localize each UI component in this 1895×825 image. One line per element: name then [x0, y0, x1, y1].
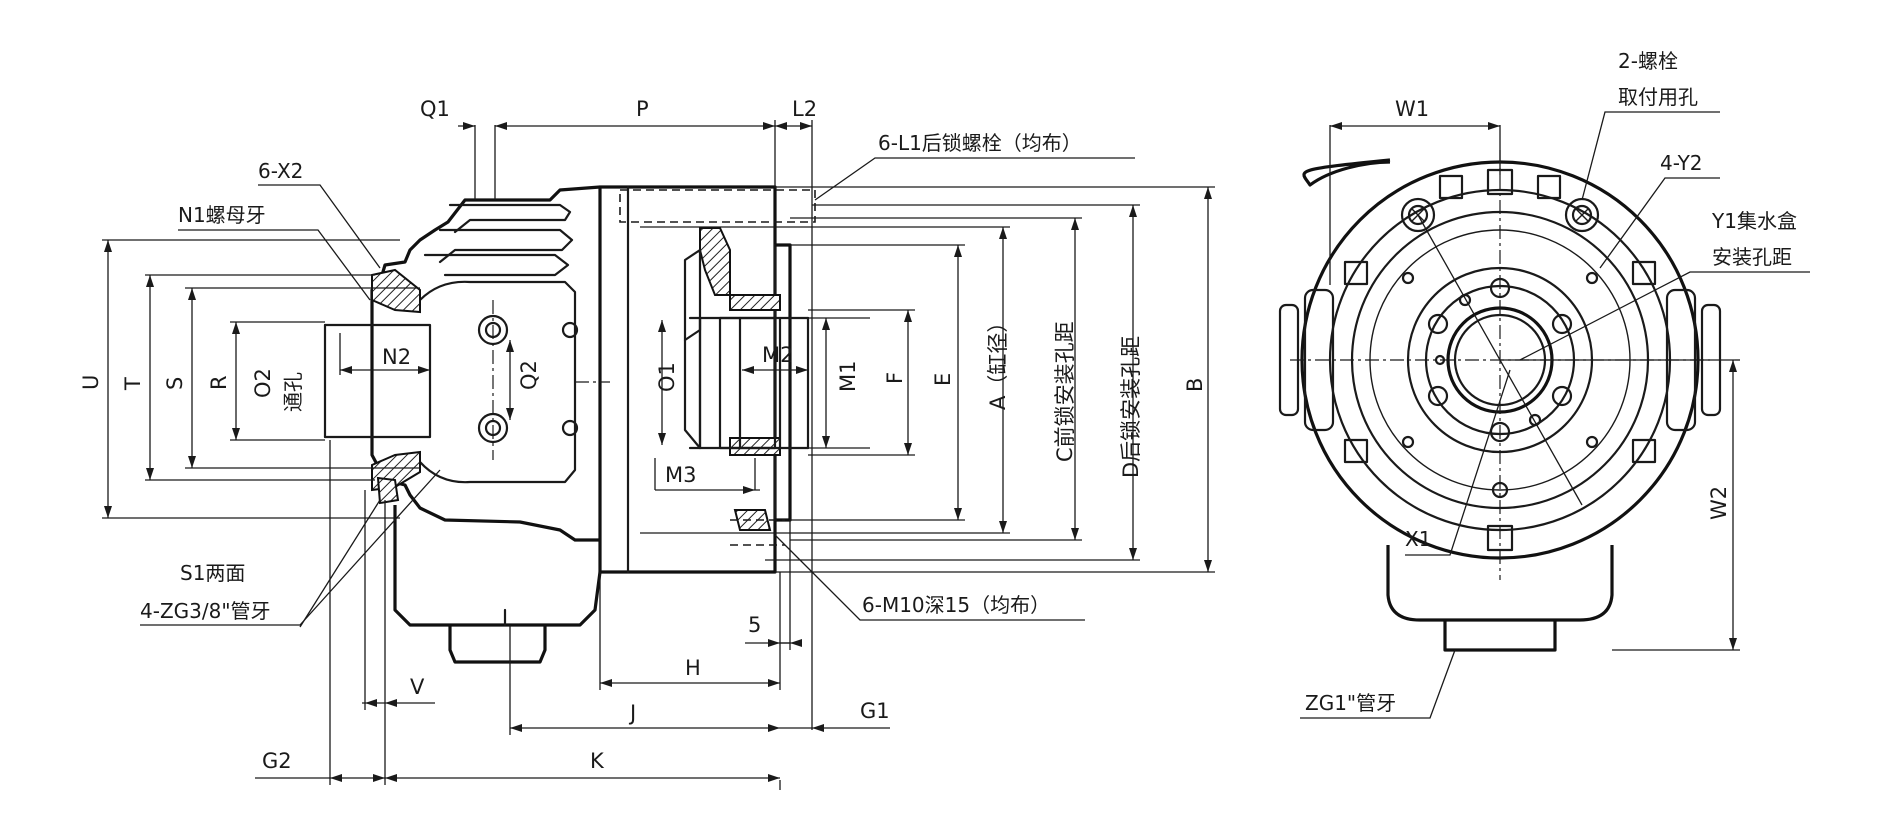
side-view: Q1 P L2 U T S — [79, 97, 1215, 790]
dim-o2: O2 — [251, 368, 275, 398]
dim-k: K — [590, 749, 605, 773]
callout-4-y2: 4-Y2 — [1660, 151, 1703, 175]
right-dimensions: A（缸径） D后锁安装孔距 C前锁安装孔距 B — [640, 186, 1215, 573]
end-view-bolt-circle — [1401, 271, 1599, 499]
side-callouts: 6-X2 N1螺母牙 6-L1后锁螺栓（均布） 6-M10深15（均布） S1两… — [140, 131, 1135, 628]
dim-g1: G1 — [860, 699, 890, 723]
callout-4-zg38: 4-ZG3/8"管牙 — [140, 599, 271, 623]
inner-dimensions: O1 M2 M1 F E M3 — [654, 244, 965, 521]
callout-s1: S1两面 — [180, 561, 245, 585]
dim-d: D后锁安装孔距 — [1119, 336, 1143, 478]
dim-m2: M2 — [762, 343, 793, 367]
cylinder-body — [323, 185, 816, 664]
dim-e: E — [931, 373, 955, 386]
dim-m3: M3 — [665, 463, 696, 487]
left-dimensions: U T S R O2 通孔 N2 Q2 — [79, 239, 541, 519]
dim-t: T — [121, 377, 145, 391]
callout-6-l1: 6-L1后锁螺栓（均布） — [878, 131, 1082, 155]
dim-g2: G2 — [262, 749, 292, 773]
callout-bolt-line1: 2-螺栓 — [1618, 49, 1678, 73]
bottom-dimensions: H 5 J G1 K G2 V — [255, 245, 890, 790]
callout-y1-line2: 安装孔距 — [1712, 245, 1792, 269]
dim-j: J — [628, 701, 636, 725]
callout-y1-line1: Y1集水盒 — [1711, 209, 1797, 233]
dim-b: B — [1183, 378, 1207, 392]
through-hole-label: 通孔 — [281, 372, 305, 412]
callout-zg1: ZG1"管牙 — [1305, 691, 1396, 715]
dim-q2: Q2 — [517, 360, 541, 390]
dim-n2: N2 — [382, 345, 411, 369]
dim-p: P — [636, 97, 649, 121]
dim-o1: O1 — [655, 362, 679, 392]
dim-five: 5 — [748, 613, 761, 637]
callout-n1-nut-thread: N1螺母牙 — [178, 203, 266, 227]
dim-r: R — [207, 375, 231, 390]
dim-l2: L2 — [792, 97, 817, 121]
dim-f: F — [883, 372, 907, 384]
callout-bolt-line2: 取付用孔 — [1618, 85, 1698, 109]
dim-h: H — [685, 656, 701, 680]
callout-6-x2: 6-X2 — [258, 159, 303, 183]
dim-c: C前锁安装孔距 — [1053, 321, 1077, 462]
dim-m1: M1 — [836, 361, 860, 392]
dim-v: V — [410, 675, 425, 699]
dim-q1: Q1 — [420, 97, 450, 121]
callout-6-m10: 6-M10深15（均布） — [862, 593, 1050, 617]
top-dimensions: Q1 P L2 — [420, 97, 817, 245]
dim-w1: W1 — [1395, 97, 1429, 121]
end-view: W1 W2 2-螺栓 取付用孔 4-Y2 Y1集水盒 安装孔距 X1 ZG1"管… — [1278, 49, 1810, 719]
dim-w2: W2 — [1707, 486, 1731, 520]
dim-s: S — [163, 377, 187, 390]
callout-x1: X1 — [1405, 527, 1431, 551]
dim-u: U — [79, 375, 103, 390]
dim-a: A（缸径） — [986, 312, 1010, 410]
